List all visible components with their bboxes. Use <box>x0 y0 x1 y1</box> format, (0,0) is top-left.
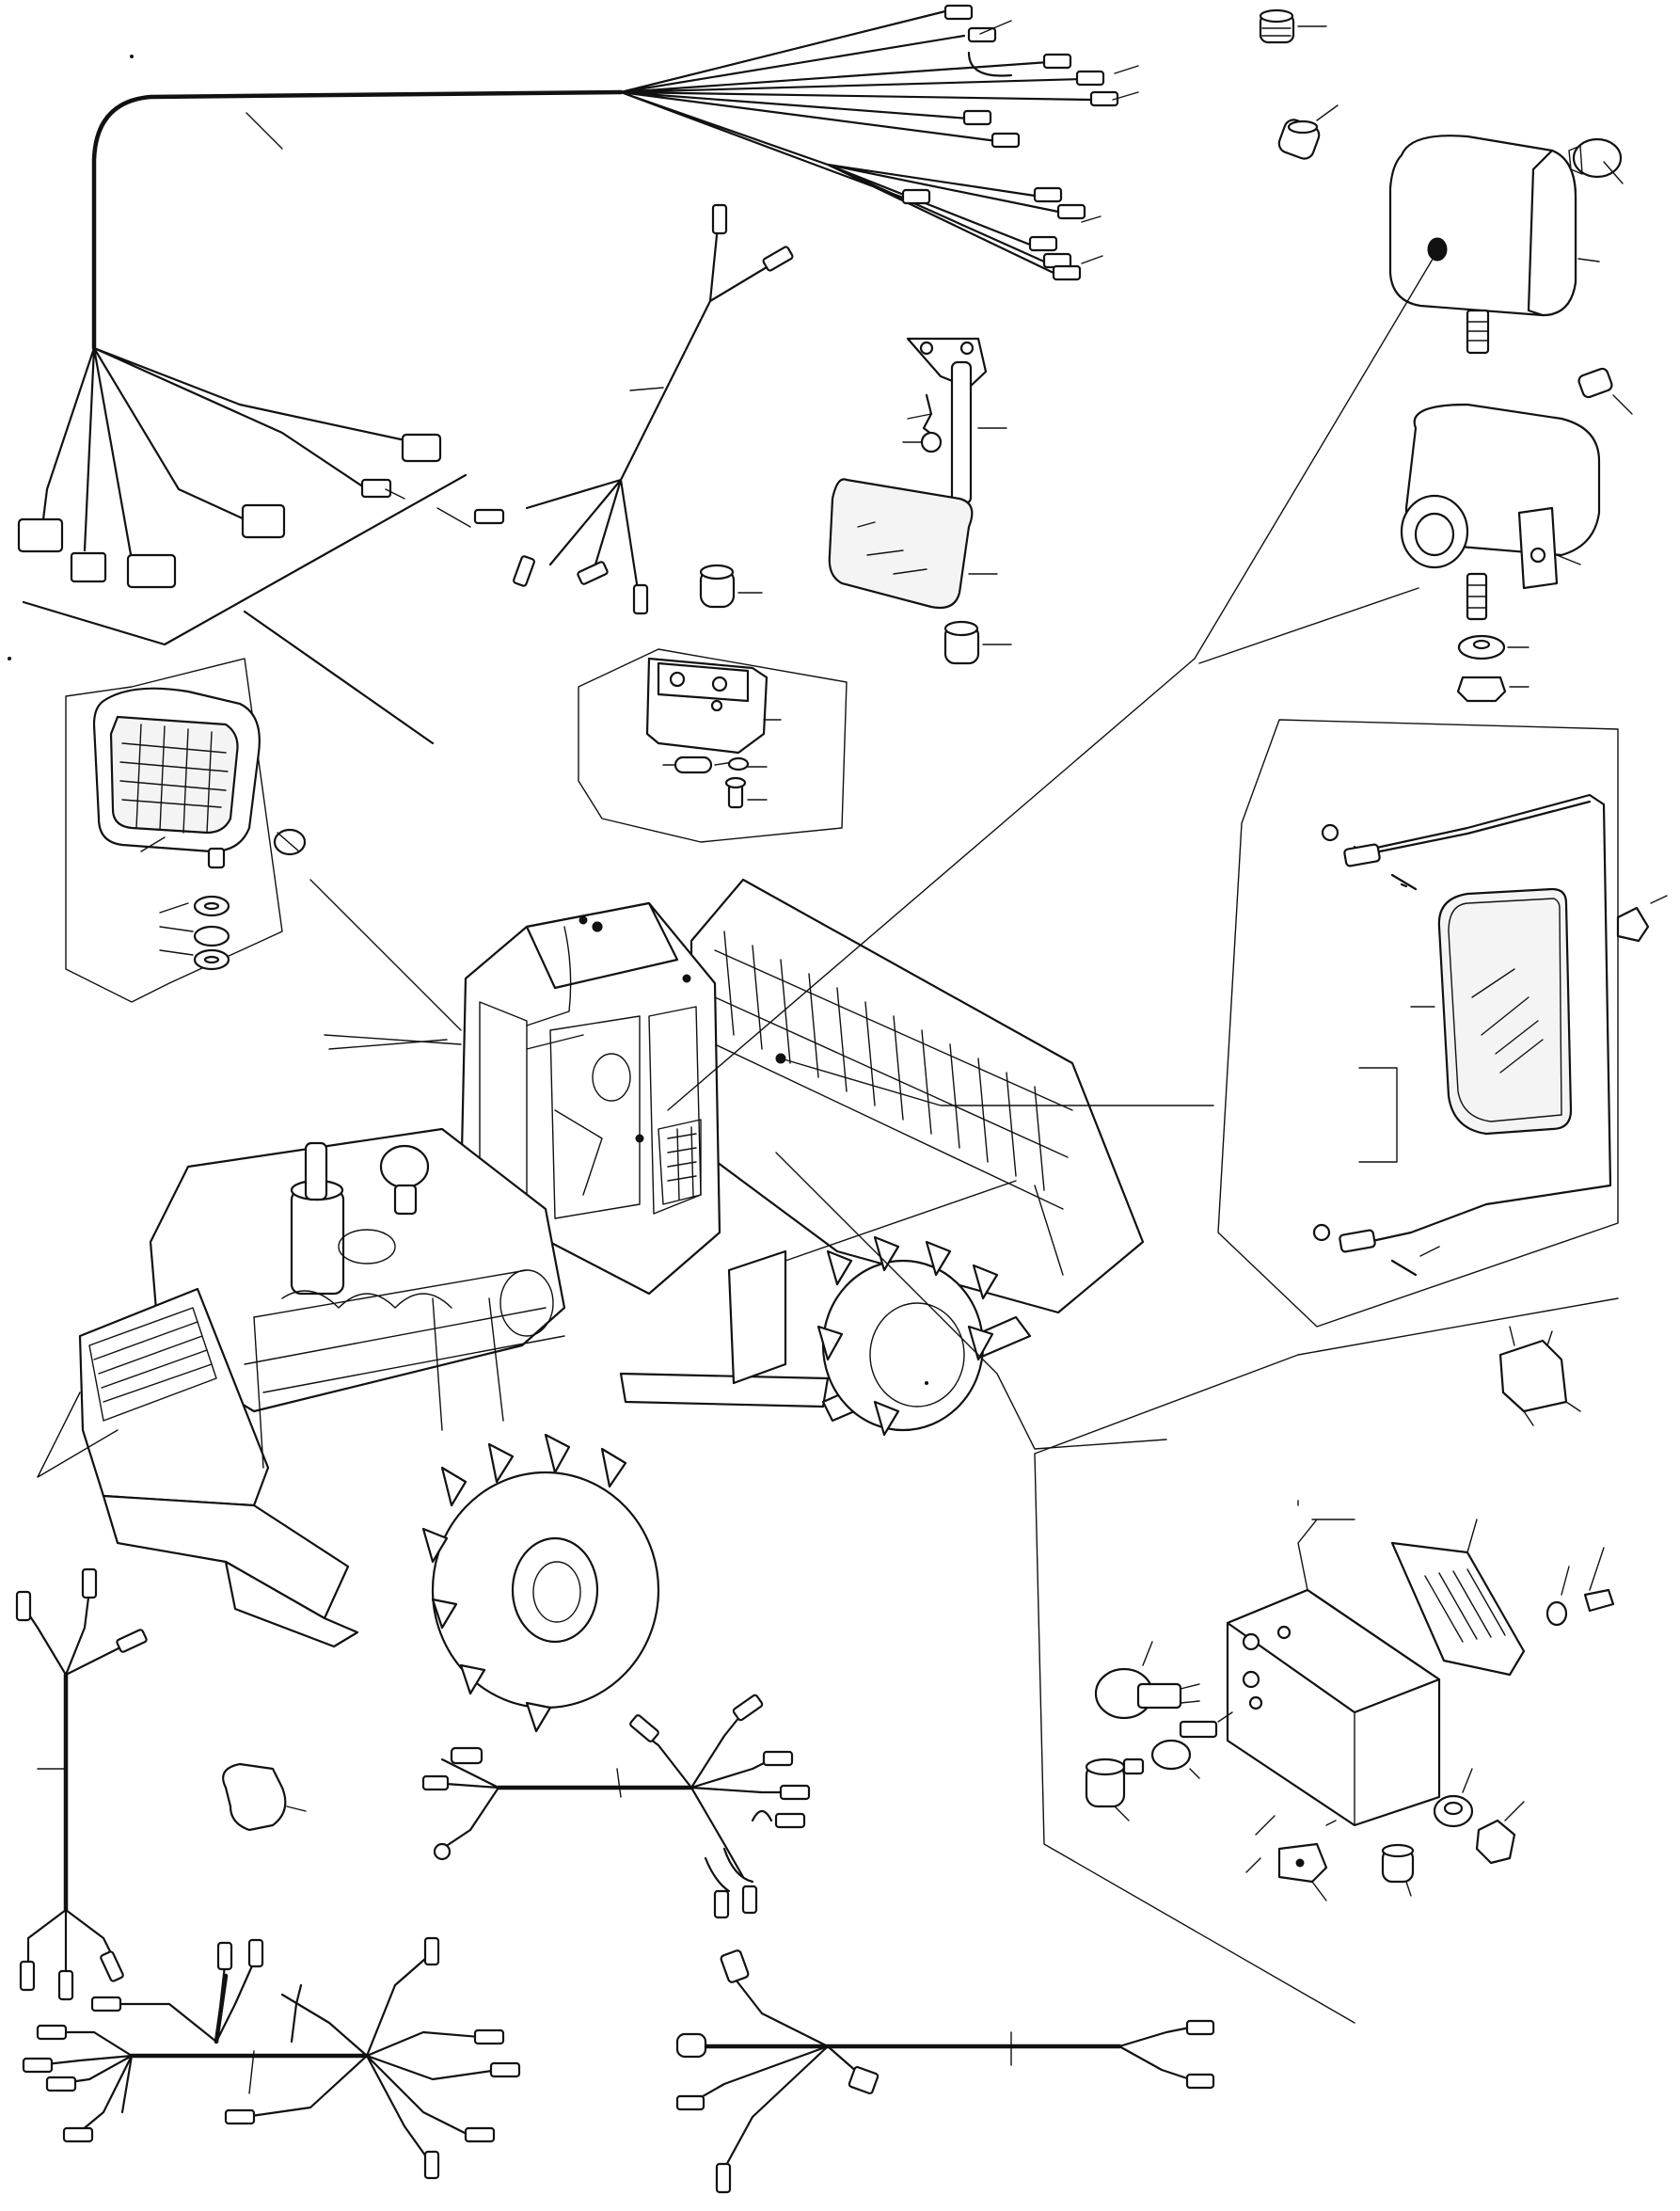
bulb <box>1568 137 1624 184</box>
hose-clamp <box>222 1762 307 1832</box>
rubber-mount <box>943 620 1012 665</box>
mirror-glass <box>1437 887 1573 1136</box>
center-harness <box>421 1694 811 1919</box>
front-harness <box>15 1567 148 2001</box>
right-mirror-box <box>1217 719 1668 1328</box>
bulb-small <box>1577 367 1633 415</box>
relay <box>1498 1326 1581 1426</box>
switch-box <box>1034 1297 1619 2024</box>
mirror-stay-and-mirror <box>902 337 1007 505</box>
lower-harness-right <box>675 1949 1215 2194</box>
front-work-lamp <box>65 658 307 1003</box>
rear-work-lamp <box>1400 367 1633 703</box>
main-wiring-harness <box>17 4 1139 745</box>
head-lamp <box>1194 135 1624 664</box>
machine-body <box>37 658 1214 1733</box>
grommet-set-top-right <box>1259 8 1339 160</box>
cab-harness <box>473 203 794 615</box>
rear-view-mirror <box>828 478 1012 665</box>
lower-harness-left <box>22 1936 521 2180</box>
roof-lamp <box>578 564 848 843</box>
